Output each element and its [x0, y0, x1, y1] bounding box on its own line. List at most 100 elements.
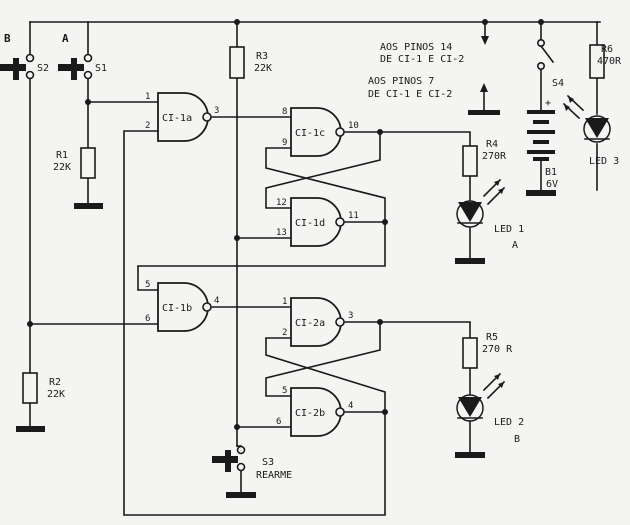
pin14-arrow-icon [481, 36, 489, 45]
gate-ci1b [157, 282, 212, 332]
pin-number: 10 [348, 121, 359, 131]
gate-ci2b [290, 387, 345, 437]
r5-name-label: R5 [486, 332, 498, 343]
pin-number: 3 [348, 311, 353, 321]
switch-s4 [536, 38, 555, 70]
ci1b-pin5-wire [137, 224, 386, 291]
pin-number: 4 [348, 401, 353, 411]
led1-label: LED 1 [494, 224, 524, 235]
r6-name-label: R6 [601, 44, 613, 55]
gate-label-ci1d: CI-1d [295, 218, 325, 229]
gate-ci2a [290, 297, 345, 347]
ground-bar [226, 492, 256, 498]
ci1a-pin2-wire [123, 130, 386, 516]
junction-dot [482, 19, 488, 25]
ci2a-pin2-wire [265, 337, 386, 413]
led-3 [562, 94, 611, 143]
r2-value-label: 22K [47, 389, 65, 400]
ground-bar [468, 110, 500, 115]
r6-value-label: 470R [597, 56, 622, 67]
ci1d-pin12-wire [265, 131, 381, 209]
gate-label-ci2b: CI-2b [295, 408, 325, 419]
pin14-note-line1: AOS PINOS 14 [380, 42, 452, 53]
junction-dot [538, 19, 544, 25]
b1-name-label: B1 [545, 167, 557, 178]
r4-value-label: 270R [482, 151, 507, 162]
battery-b1 [527, 110, 555, 161]
gate-label-ci2a: CI-2a [295, 318, 325, 329]
pin7-arrow-icon [480, 83, 488, 111]
junction-dot [377, 129, 383, 135]
gate-ci1a [157, 92, 212, 142]
r1-value-label: 22K [53, 162, 71, 173]
s3-label: S3 [262, 457, 274, 468]
led2-sub-label: B [514, 434, 520, 445]
pin-number: 11 [348, 211, 359, 221]
pin-number: 4 [214, 296, 219, 306]
ground-bar [74, 203, 103, 209]
ground-bar [455, 452, 485, 458]
ci1c-out-wire [344, 131, 471, 147]
pin-number: 1 [145, 92, 150, 102]
led-2 [456, 372, 506, 422]
switch-s2 [0, 53, 35, 80]
gate-label-ci1b: CI-1b [162, 303, 192, 314]
s4-label: S4 [552, 78, 564, 89]
ground-bar [455, 258, 485, 264]
ci2b-pin5-wire [265, 321, 381, 397]
pin-number: 9 [282, 138, 287, 148]
junction-dot [382, 219, 388, 225]
junction-dot [234, 235, 240, 241]
junction-dot [234, 19, 240, 25]
pin-number: 1 [282, 297, 287, 307]
pin-number: 5 [145, 280, 150, 290]
pin14-note-line2: DE CI-1 E CI-2 [380, 54, 464, 65]
pin7-note-line1: AOS PINOS 7 [368, 76, 434, 87]
resistor-r3 [229, 46, 245, 79]
pin-number: 8 [282, 107, 287, 117]
r1-name-label: R1 [56, 150, 68, 161]
junction-dot [234, 424, 240, 430]
led3-label: LED 3 [589, 156, 619, 167]
switch-s1 [58, 53, 93, 80]
pin-number: 6 [145, 314, 150, 324]
pin-number: 12 [276, 198, 287, 208]
resistor-r5 [462, 337, 478, 369]
gate-label-ci1a: CI-1a [162, 113, 192, 124]
r5-value-label: 270 R [482, 344, 513, 355]
battery-plus-label: + [545, 98, 551, 109]
r2-name-label: R2 [49, 377, 61, 388]
gate-ci1d [290, 197, 345, 247]
r3-name-label: R3 [256, 51, 268, 62]
pin-number: 2 [145, 121, 150, 131]
s2-label: S2 [37, 63, 49, 74]
pin-number: 2 [282, 328, 287, 338]
led2-label: LED 2 [494, 417, 524, 428]
ci1c-pin9-wire [265, 147, 386, 223]
s2-letter-label: B [4, 32, 11, 45]
led1-sub-label: A [512, 240, 518, 251]
gate-ci1c [290, 107, 345, 157]
rearme-label: REARME [256, 470, 292, 481]
switch-s3 [212, 445, 246, 472]
s1-letter-label: A [62, 32, 69, 45]
ground-bar [526, 190, 556, 196]
resistor-r1 [80, 147, 96, 179]
pin-number: 3 [214, 106, 219, 116]
r3-value-label: 22K [254, 63, 272, 74]
ci2a-out-wire [344, 321, 471, 339]
junction-dot [85, 99, 91, 105]
s1-label: S1 [95, 63, 107, 74]
ground-bar [16, 426, 45, 432]
resistor-r4 [462, 145, 478, 177]
r4-name-label: R4 [486, 139, 498, 150]
resistor-r6 [589, 44, 605, 79]
resistor-r2 [22, 372, 38, 404]
gate-label-ci1c: CI-1c [295, 128, 325, 139]
pin7-note-line2: DE CI-1 E CI-2 [368, 89, 452, 100]
led-1 [456, 178, 506, 228]
pin-number: 5 [282, 386, 287, 396]
junction-dot [27, 321, 33, 327]
